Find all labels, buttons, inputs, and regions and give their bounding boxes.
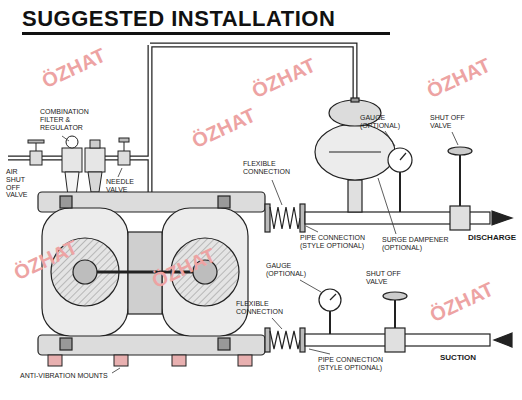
part-label: GAUGE (OPTIONAL)	[360, 114, 408, 130]
discharge-piping	[351, 98, 359, 102]
watermark: ÖZHAT	[189, 105, 259, 152]
needle-valve	[118, 138, 130, 165]
part-label: SURGE DAMPENER (OPTIONAL)	[382, 236, 452, 252]
suction-piping	[394, 299, 396, 328]
leader-line	[452, 132, 458, 145]
needle-valve	[124, 142, 125, 151]
part-label: AIR SHUT OFF VALVE	[6, 168, 34, 199]
part-label: PIPE CONNECTION (STYLE OPTIONAL)	[300, 234, 378, 250]
discharge-piping	[329, 151, 381, 152]
filter-regulator	[90, 140, 100, 148]
suction-piping	[300, 328, 305, 352]
suction-piping	[383, 292, 407, 300]
leader-line	[62, 131, 458, 373]
leader-line	[62, 136, 69, 141]
part-label: FLEXIBLE CONNECTION	[236, 300, 292, 316]
discharge-piping	[459, 154, 461, 206]
discharge-piping	[348, 180, 362, 212]
part-label: COMBINATION FILTER & REGULATOR	[40, 108, 98, 131]
leader-line	[309, 349, 330, 354]
watermark: ÖZHAT	[424, 55, 494, 102]
air-line	[8, 45, 355, 194]
page-title: SUGGESTED INSTALLATION	[22, 8, 335, 30]
title-rule	[22, 32, 390, 35]
anti-vibration-mount	[48, 355, 252, 366]
discharge-piping	[399, 172, 401, 212]
air-shut-off-valve	[36, 143, 37, 151]
suction-piping	[494, 333, 512, 347]
needle-valve	[119, 138, 129, 142]
watermark: ÖZHAT	[427, 279, 497, 326]
discharge-piping	[270, 207, 300, 229]
part-label: NEEDLE VALVE	[106, 178, 140, 194]
filter-regulator	[85, 148, 105, 172]
needle-valve	[118, 151, 130, 165]
leader-line	[112, 368, 120, 373]
discharge-piping	[265, 204, 270, 232]
discharge-piping	[300, 204, 305, 232]
diaphragm-pump	[73, 260, 97, 284]
flow-label: DISCHARGE	[468, 234, 516, 243]
suction-piping	[330, 294, 336, 300]
part-label: FLEXIBLE CONNECTION	[243, 160, 299, 176]
diaphragm-pump	[38, 192, 265, 355]
air-shut-off-valve	[30, 151, 42, 165]
discharge-piping	[450, 206, 470, 230]
air-line	[8, 45, 355, 194]
filter-regulator	[66, 136, 78, 148]
anti-vibration-mount	[172, 355, 186, 366]
diaphragm-pump	[60, 196, 72, 208]
filter-regulator	[62, 148, 82, 172]
discharge-piping	[448, 147, 472, 155]
leader-line	[300, 280, 321, 292]
watermark: ÖZHAT	[39, 45, 109, 92]
anti-vibration-mount	[114, 355, 128, 366]
leader-line	[306, 226, 318, 232]
watermark: ÖZHAT	[249, 55, 319, 102]
leader-line	[385, 131, 395, 146]
leader-line	[272, 318, 282, 329]
anti-vibration-mount	[238, 355, 252, 366]
diaphragm-pump	[218, 196, 230, 208]
flow-label: SUCTION	[440, 354, 476, 363]
discharge-piping	[492, 211, 512, 225]
filter-regulator	[62, 136, 105, 196]
suction-piping	[319, 289, 341, 311]
suction-piping	[270, 331, 300, 349]
suction-piping	[265, 328, 270, 352]
part-label: SHUT OFF VALVE	[366, 270, 412, 286]
air-line	[8, 45, 355, 194]
leader-line	[272, 180, 282, 205]
suction-piping	[329, 311, 331, 334]
diaphragm-pump	[60, 338, 72, 350]
suction-piping	[385, 328, 405, 352]
discharge-piping	[400, 153, 406, 160]
discharge-piping	[315, 124, 395, 180]
air-shut-off-valve	[28, 140, 44, 165]
anti-vibration-mount	[48, 355, 62, 366]
part-label: PIPE CONNECTION (STYLE OPTIONAL)	[318, 356, 396, 372]
part-label: ANTI-VIBRATION MOUNTS	[20, 372, 108, 380]
part-label: SHUT OFF VALVE	[430, 114, 476, 130]
air-shut-off-valve	[28, 140, 44, 143]
leader-line	[378, 178, 396, 234]
part-label: GAUGE (OPTIONAL)	[266, 262, 314, 278]
title-rule	[22, 32, 390, 35]
diaphragm-pump	[218, 338, 230, 350]
leader-line	[118, 168, 122, 177]
diaphragm-pump	[38, 335, 265, 355]
discharge-piping	[388, 148, 412, 172]
filter-regulator	[88, 172, 102, 192]
